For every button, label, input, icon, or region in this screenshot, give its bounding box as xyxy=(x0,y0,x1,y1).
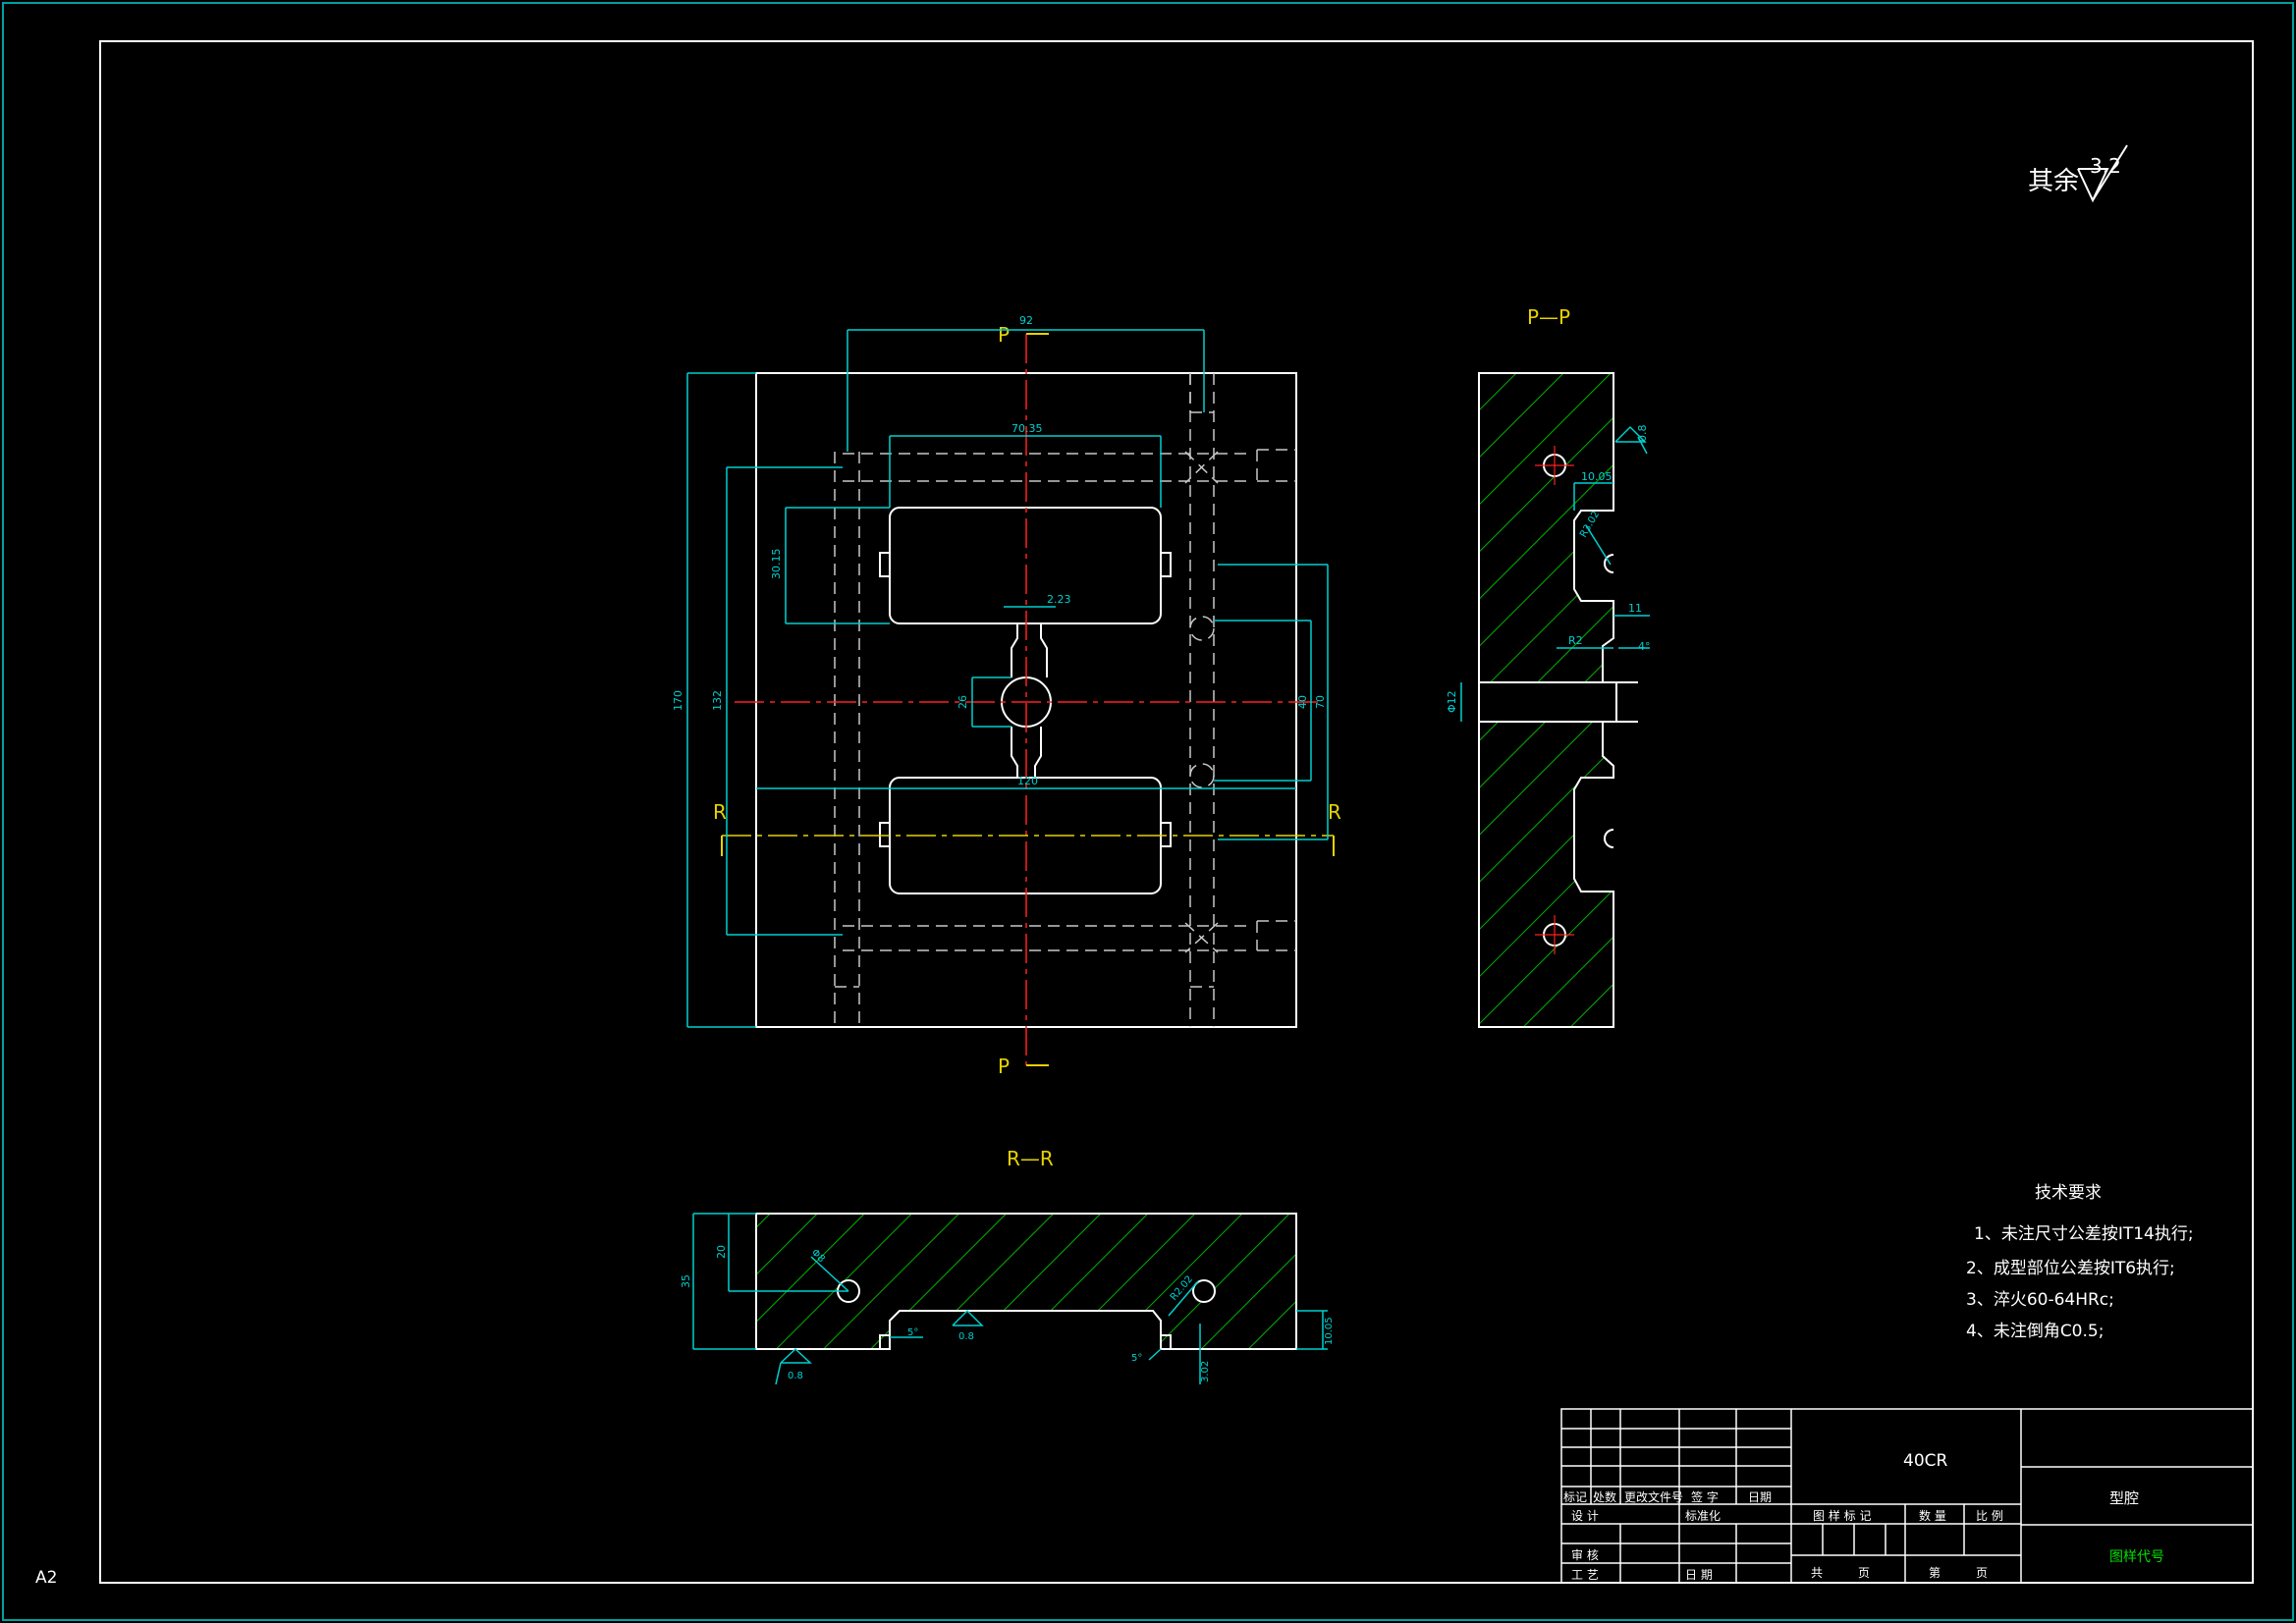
tb-page-unit-2: 页 xyxy=(1976,1566,1988,1580)
tb-row-review: 审 核 xyxy=(1571,1547,1599,1562)
pp-dim-1: 10.05 xyxy=(1581,470,1613,483)
pp-title: P—P xyxy=(1527,305,1570,329)
title-block xyxy=(1560,1408,2254,1584)
dim-mid-width: 120 xyxy=(1017,775,1038,787)
pp-sprue-channel xyxy=(1478,681,1617,723)
rr-dim-angle2: 5° xyxy=(1131,1353,1142,1364)
tech-req-item-1: 1、未注尺寸公差按IT14执行; xyxy=(1974,1224,2194,1244)
dim-runner-len: 26 xyxy=(957,695,969,709)
drawing-frame xyxy=(99,40,2254,1584)
rr-title: R—R xyxy=(1007,1147,1054,1170)
main-view: P P R R xyxy=(672,314,1341,1078)
pp-section-view: P—P 0.8 10.05 R3.02 11 R2 4° Φ12 xyxy=(1446,305,1651,1028)
rr-hole-right xyxy=(1192,1279,1216,1303)
tb-row-standard: 标准化 xyxy=(1685,1509,1721,1523)
tb-col-qty: 数 量 xyxy=(1919,1508,1946,1523)
tb-header-sign: 签 字 xyxy=(1691,1489,1719,1504)
dim-inner-width: 70.35 xyxy=(1011,422,1043,435)
pp-roughness: 0.8 xyxy=(1636,425,1649,443)
section-mark-r-right: R xyxy=(1328,800,1341,824)
dim-total-height: 170 xyxy=(672,690,684,711)
section-mark-p-bottom: P xyxy=(998,1055,1010,1078)
roughness-note: 其余 3.2 xyxy=(2028,144,2128,203)
pp-dim-2: R3.02 xyxy=(1578,510,1602,540)
roughness-prefix: 其余 xyxy=(2028,167,2079,196)
rr-dim-depth2: 3.02 xyxy=(1200,1361,1211,1382)
tb-header-count: 处数 xyxy=(1593,1489,1616,1504)
pp-dim-3: 11 xyxy=(1628,602,1642,615)
dim-inner-height: 132 xyxy=(711,690,724,711)
section-markers xyxy=(721,333,1335,1066)
rr-dim-mid: 20 xyxy=(715,1245,728,1259)
tb-header-change: 更改文件号 xyxy=(1624,1489,1683,1504)
tb-col-mark: 图 样 标 记 xyxy=(1813,1508,1871,1523)
rr-dimension-lines xyxy=(692,1213,1328,1385)
tb-row-date: 日 期 xyxy=(1685,1568,1713,1582)
main-plate-outline xyxy=(755,372,1297,1028)
roughness-symbol-icon xyxy=(2077,168,2109,203)
tech-requirements: 技术要求 1、未注尺寸公差按IT14执行; 2、成型部位公差按IT6执行; 3、… xyxy=(1966,1183,2194,1341)
rr-dim-total: 35 xyxy=(680,1274,692,1288)
pp-dim-5: 4° xyxy=(1638,640,1651,653)
dim-cavity-height: 30.15 xyxy=(770,549,783,580)
pp-dimension-lines xyxy=(1460,425,1650,722)
tech-req-item-2: 2、成型部位公差按IT6执行; xyxy=(1966,1259,2175,1278)
rr-rough-2: 0.8 xyxy=(788,1371,803,1381)
rr-dim-depth1: 10.05 xyxy=(1324,1317,1335,1345)
dim-span-40: 40 xyxy=(1296,695,1309,709)
tech-req-item-3: 3、淬火60-64HRc; xyxy=(1966,1290,2114,1310)
rr-rough-1: 0.8 xyxy=(958,1331,974,1342)
tb-page-unit-1: 页 xyxy=(1858,1566,1870,1580)
tb-row-process: 工 艺 xyxy=(1571,1568,1599,1582)
title-drawing-no: 图样代号 xyxy=(2109,1549,2164,1565)
main-dimension-lines xyxy=(686,329,1329,1028)
tb-header-date: 日期 xyxy=(1748,1490,1772,1504)
section-mark-r-left: R xyxy=(713,800,727,824)
tech-req-item-4: 4、未注倒角C0.5; xyxy=(1966,1322,2104,1341)
tb-sheet-no: 第 xyxy=(1929,1566,1941,1580)
title-material: 40CR xyxy=(1903,1451,1948,1471)
rr-hatched-body xyxy=(755,1213,1297,1350)
rr-dim-angle1: 5° xyxy=(907,1327,918,1338)
sheet-size-label: A2 xyxy=(35,1568,57,1588)
tb-col-scale: 比 例 xyxy=(1976,1509,2003,1523)
pp-dim-4: R2 xyxy=(1568,634,1583,647)
tb-header-mark: 标记 xyxy=(1563,1490,1587,1504)
title-part-name: 型腔 xyxy=(2109,1489,2139,1507)
dim-span-70: 70 xyxy=(1314,695,1327,709)
dim-gate-width: 2.23 xyxy=(1047,593,1071,606)
tb-row-design: 设 计 xyxy=(1571,1509,1599,1523)
roughness-value: 3.2 xyxy=(2090,154,2121,178)
rr-section-view: R—R 35 20 Φ8 R2.02 5° 5° xyxy=(680,1147,1335,1385)
pp-sprue: Φ12 xyxy=(1446,690,1458,713)
hidden-cooling-lines xyxy=(834,373,1296,1027)
tech-req-title: 技术要求 xyxy=(2035,1183,2102,1203)
dim-top-width: 92 xyxy=(1019,314,1033,327)
section-mark-p-top: P xyxy=(998,323,1010,347)
tb-total-pages: 共 xyxy=(1811,1566,1823,1580)
